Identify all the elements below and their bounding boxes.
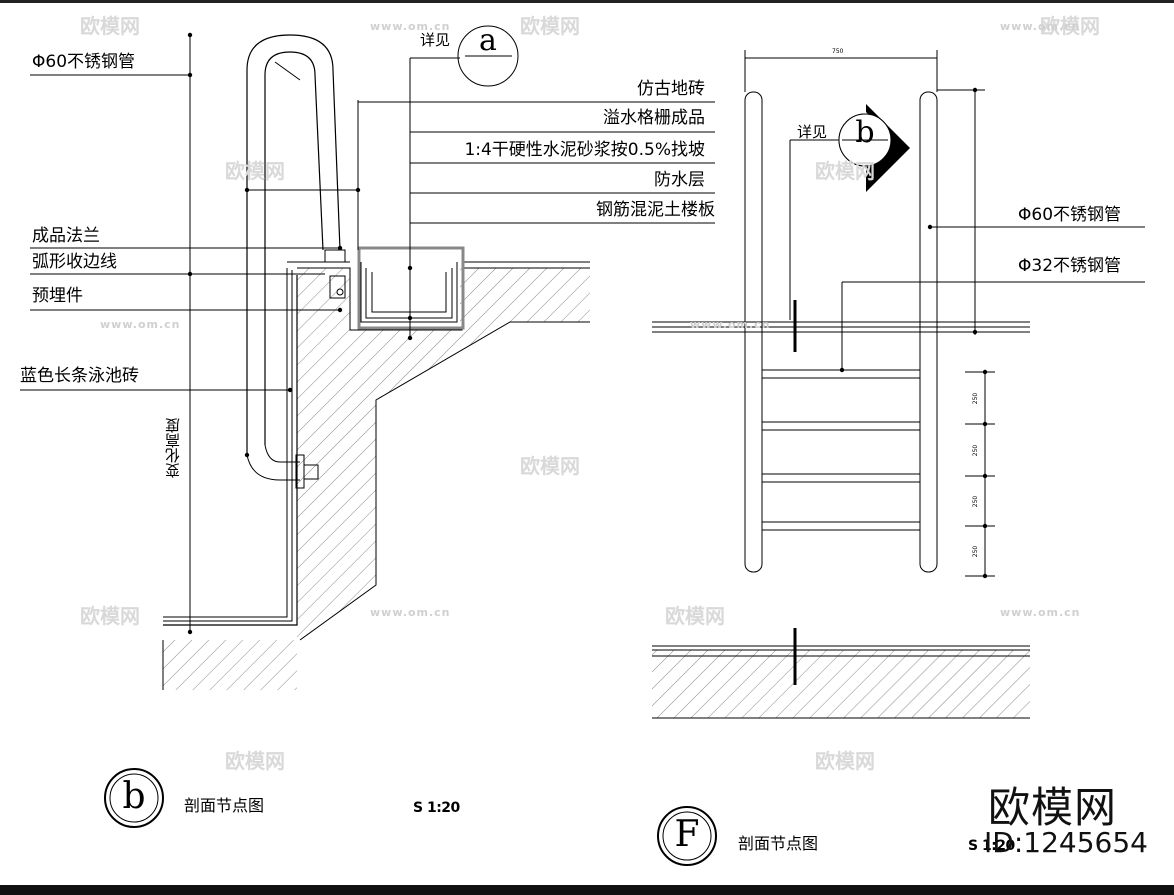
label-height: 变化高度 — [164, 418, 182, 478]
top-border — [0, 0, 1174, 3]
label-waterproof: 防水层 — [654, 170, 705, 190]
watermark-url: www.om.cn — [100, 318, 181, 331]
label-pipe60-right: Φ60不锈钢管 — [1018, 205, 1122, 225]
watermark-url: www.om.cn — [1000, 20, 1081, 33]
title-right: 剖面节点图 — [738, 834, 819, 853]
bottom-border — [0, 885, 1174, 895]
dim-rung-3: 250 — [972, 495, 980, 508]
watermark-text: 欧模网 — [225, 159, 285, 183]
watermark-url: www.om.cn — [370, 20, 451, 33]
dim-rung-1: 250 — [972, 392, 980, 405]
label-flange: 成品法兰 — [32, 226, 100, 246]
label-grate: 溢水格栅成品 — [603, 108, 705, 128]
title-bubble-left-letter: b — [122, 776, 146, 817]
watermark-logo: 欧模网 — [988, 783, 1118, 832]
bubble-a-letter: a — [479, 23, 497, 58]
scale-left: S 1:20 — [413, 800, 460, 816]
title-left: 剖面节点图 — [184, 796, 265, 815]
label-detail-a: 详见 — [420, 31, 451, 49]
title-bubble-right-letter: F — [674, 814, 700, 855]
watermark-text: 欧模网 — [520, 454, 580, 478]
label-antique-tile: 仿古地砖 — [637, 79, 705, 99]
watermark-text: 欧模网 — [80, 14, 140, 38]
bubble-b-letter: b — [855, 115, 875, 150]
watermark-url: www.om.cn — [1000, 606, 1081, 619]
title-bubbles — [104, 768, 717, 866]
label-detail-b: 详见 — [797, 123, 828, 141]
watermark-text: 欧模网 — [815, 159, 875, 183]
watermark-text: 欧模网 — [1040, 14, 1100, 38]
left-section — [20, 25, 715, 690]
scale-right: S 1:20 — [968, 838, 1015, 854]
concrete-hatch — [163, 268, 590, 690]
watermark-text: 欧模网 — [665, 604, 725, 628]
label-tile: 蓝色长条泳池砖 — [20, 366, 139, 386]
dim-rung-4: 250 — [972, 545, 980, 558]
dim-width: 750 — [832, 48, 844, 55]
watermark-id: ID:1245654 — [984, 826, 1148, 859]
label-slab: 钢筋混泥土楼板 — [596, 200, 715, 220]
dim-rung-2: 250 — [972, 444, 980, 457]
watermark-text: 欧模网 — [815, 749, 875, 773]
label-pipe32: Φ32不锈钢管 — [1018, 256, 1122, 276]
label-pipe60-left: Φ60不锈钢管 — [32, 52, 136, 72]
right-section — [652, 50, 1145, 719]
label-mortar: 1:4干硬性水泥砂浆按0.5%找坡 — [464, 140, 705, 160]
watermark-text: 欧模网 — [225, 749, 285, 773]
watermark-url: www.om.cn — [370, 606, 451, 619]
watermark-text: 欧模网 — [520, 14, 580, 38]
label-edge: 弧形收边线 — [32, 252, 117, 272]
label-embedded: 预埋件 — [32, 286, 83, 306]
watermark-text: 欧模网 — [80, 604, 140, 628]
watermark-url: www.om.cn — [690, 318, 771, 331]
